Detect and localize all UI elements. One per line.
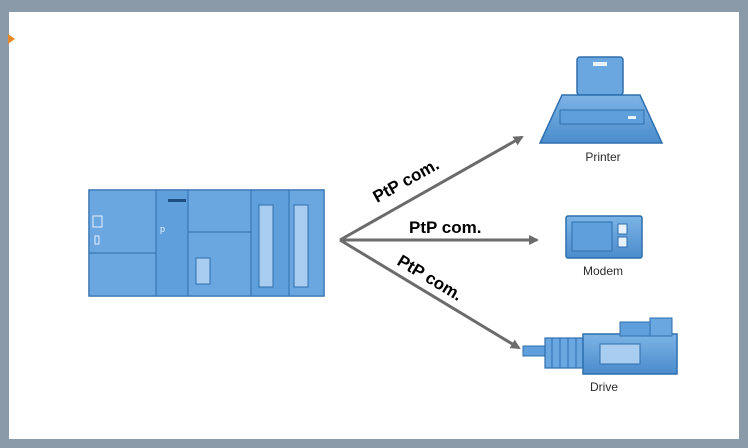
arrow-to-printer (339, 135, 524, 242)
modem-icon (565, 215, 643, 259)
modem-label: Modem (583, 264, 623, 278)
printer-icon (538, 56, 664, 144)
drive-label: Drive (590, 380, 618, 394)
drive-icon (522, 317, 678, 375)
plc-icon: p (88, 189, 325, 297)
printer-label: Printer (585, 150, 620, 164)
connection-label-printer: PtP com. (370, 155, 443, 207)
corner-marker-icon (8, 34, 15, 44)
svg-text:p: p (160, 224, 165, 234)
arrow-to-drive (339, 238, 521, 350)
connection-label-modem: PtP com. (409, 218, 481, 237)
